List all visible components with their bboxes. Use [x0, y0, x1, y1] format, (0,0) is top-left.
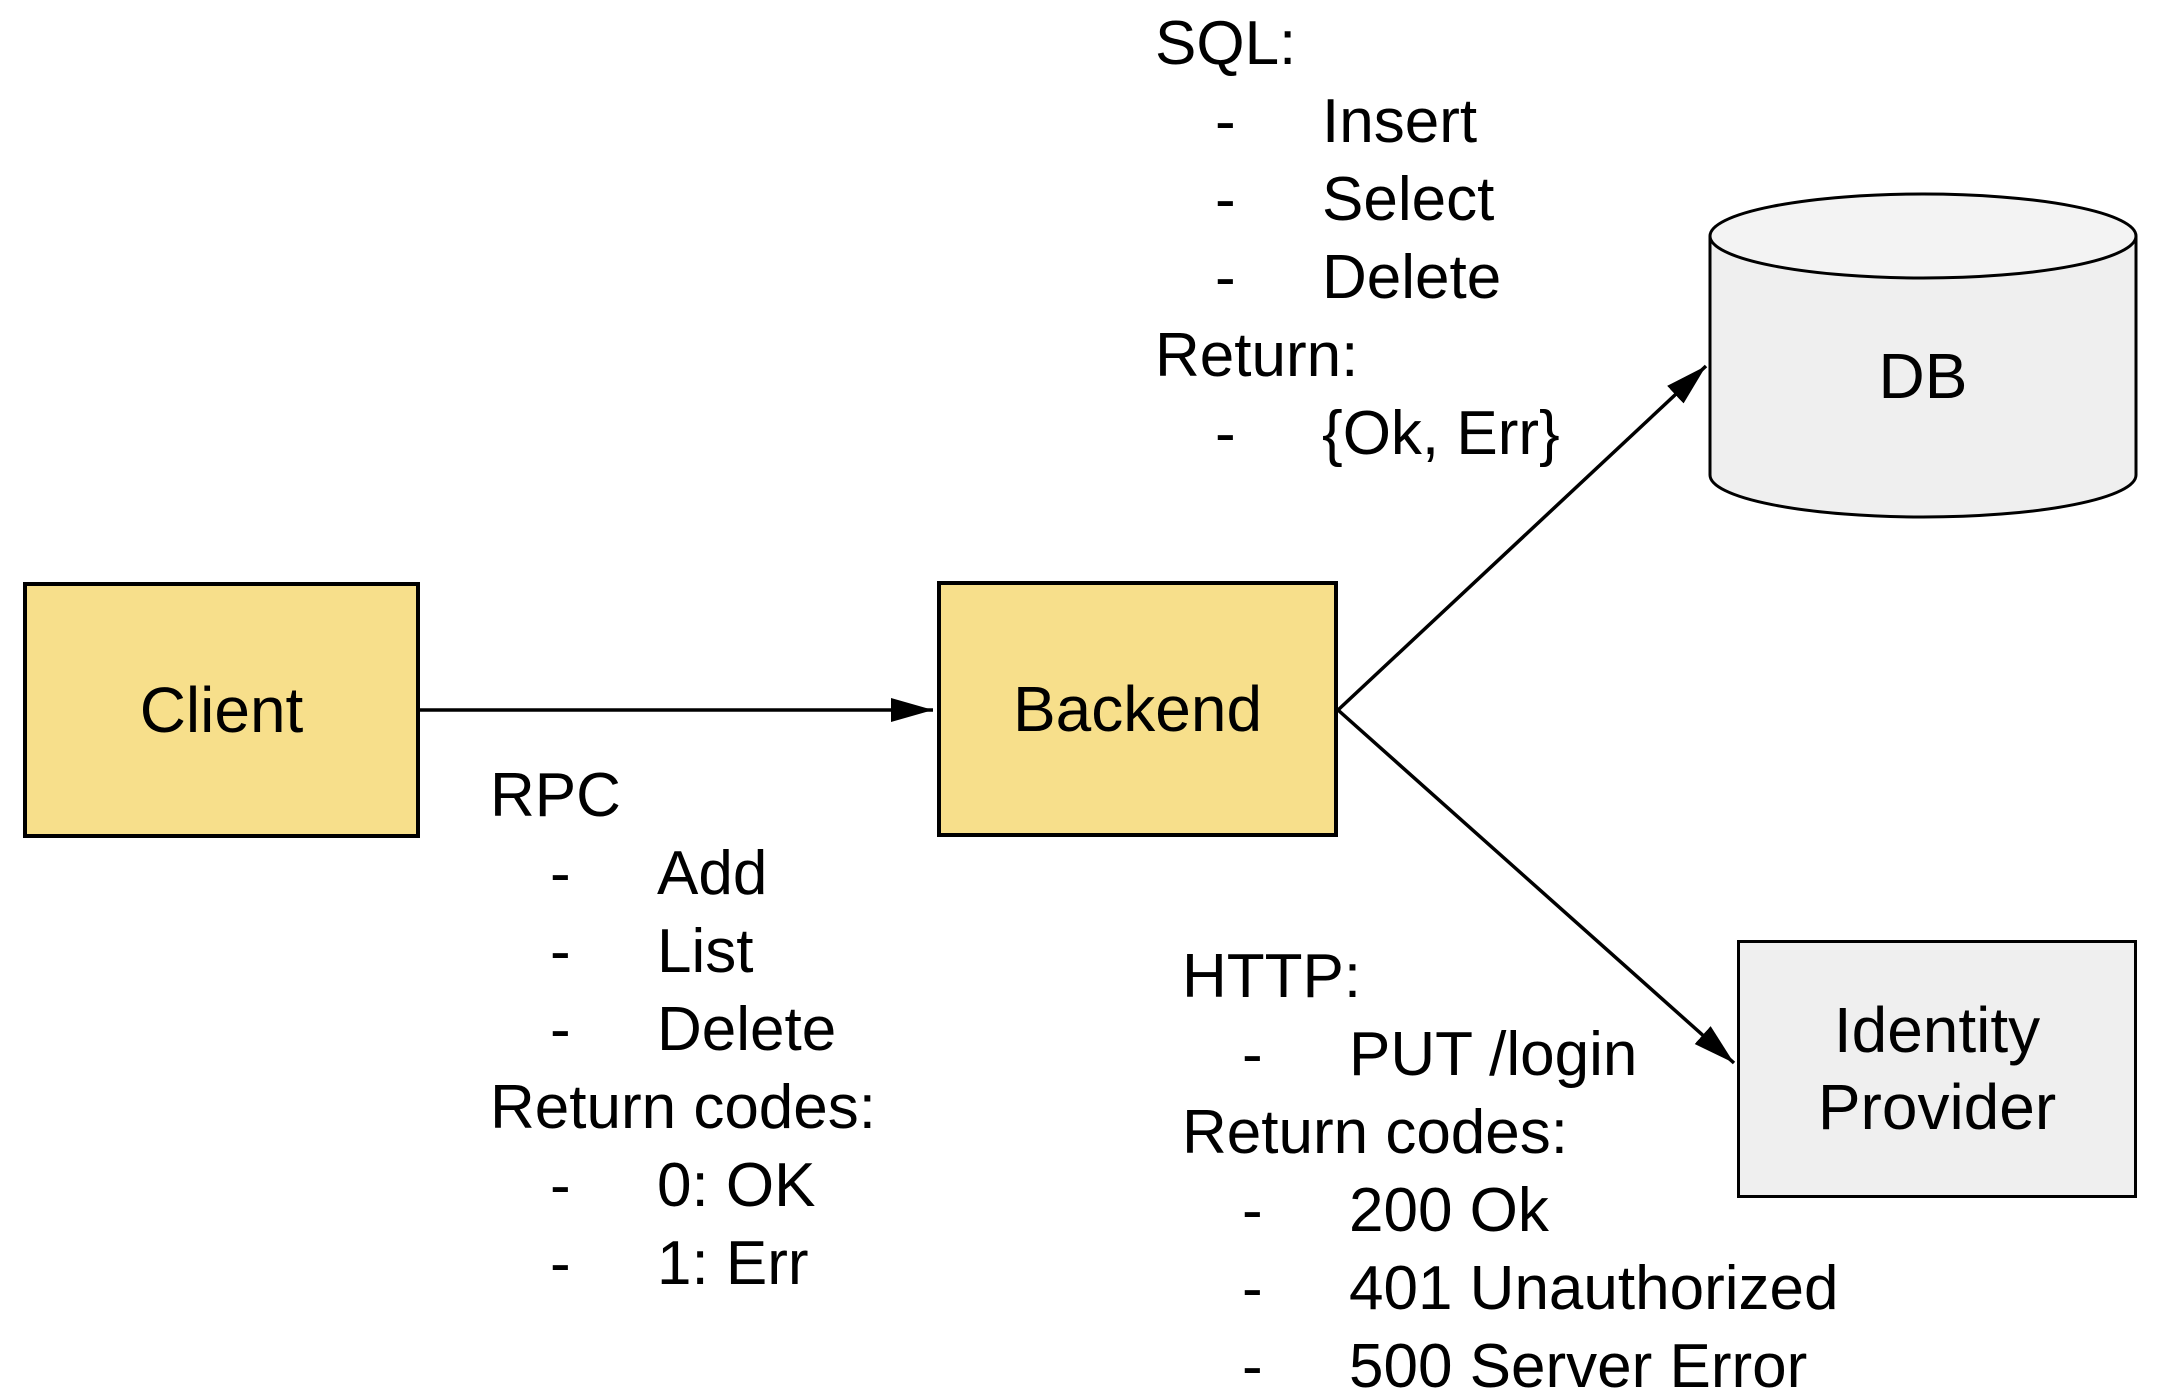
bullet-dash: - — [1242, 1254, 1263, 1323]
bullet-dash: - — [1242, 1332, 1263, 1398]
annotation-text: Insert — [1322, 87, 1478, 156]
annotation-text: Add — [657, 839, 768, 908]
annotation-line: - Delete — [490, 991, 1190, 1069]
annotation-line: - 500 Server Error — [1182, 1328, 1962, 1398]
annotation-line: - 0: OK — [490, 1147, 1190, 1225]
annotation-line: - {Ok, Err} — [1155, 395, 1855, 473]
annotation-text: Return codes: — [490, 1073, 876, 1142]
bullet-dash: - — [1215, 399, 1236, 468]
annotation-text: Return: — [1155, 321, 1359, 390]
annotation-text: Select — [1322, 165, 1495, 234]
edge-annotation-rpc: RPC - Add - List - Delete Return codes: - 0:… — [490, 757, 1190, 1303]
bullet-dash: - — [1215, 87, 1236, 156]
annotation-text: List — [657, 917, 754, 986]
identity-provider-label-line1: Identity — [1833, 994, 2041, 1066]
arrow-backend-to-identity-provider — [1336, 708, 1736, 1065]
annotation-line: - Add — [490, 835, 1190, 913]
annotation-text: 500 Server Error — [1349, 1332, 1808, 1398]
annotation-line: - 401 Unauthorized — [1182, 1250, 1962, 1328]
annotation-line: - List — [490, 913, 1190, 991]
bullet-dash: - — [1242, 1176, 1263, 1245]
identity-provider-label-line2: Provider — [1817, 1071, 2057, 1143]
bullet-dash: - — [550, 995, 571, 1064]
annotation-line: - Insert — [1155, 83, 1855, 161]
annotation-line: - Delete — [1155, 239, 1855, 317]
bullet-dash: - — [550, 839, 571, 908]
bullet-dash: - — [1215, 243, 1236, 312]
annotation-text: Delete — [657, 995, 837, 1064]
node-identity-provider: Identity Provider — [1737, 940, 2137, 1198]
node-client: Client — [23, 582, 420, 838]
annotation-line: - 200 Ok — [1182, 1172, 1962, 1250]
edge-annotation-sql: SQL: - Insert - Select - Delete Return: - {O… — [1155, 5, 1855, 473]
annotation-text: 200 Ok — [1349, 1176, 1549, 1245]
annotation-text: SQL: — [1155, 9, 1297, 78]
db-cylinder — [1708, 192, 2138, 519]
annotation-text: {Ok, Err} — [1322, 399, 1560, 468]
annotation-text: PUT /login — [1349, 1020, 1638, 1089]
bullet-dash: - — [550, 1229, 571, 1298]
db-cylinder-body — [1708, 236, 2138, 519]
bullet-dash: - — [1215, 165, 1236, 234]
edge-annotation-http: HTTP: -PUT /login Return codes: -200 Ok … — [1182, 938, 1962, 1398]
bullet-dash: - — [550, 917, 571, 986]
bullet-dash: - — [1242, 1020, 1263, 1089]
annotation-line: Return: — [1155, 317, 1855, 395]
annotation-line: - 1: Err — [490, 1225, 1190, 1303]
annotation-line: Return codes: — [1182, 1094, 1962, 1172]
annotation-line: - PUT /login — [1182, 1016, 1962, 1094]
db-label: DB — [1878, 340, 1968, 412]
client-label: Client — [139, 673, 304, 746]
annotation-line: HTTP: — [1182, 938, 1962, 1016]
annotation-line: Return codes: — [490, 1069, 1190, 1147]
annotation-text: Delete — [1322, 243, 1502, 312]
annotation-text: 0: OK — [657, 1151, 816, 1220]
arrow-backend-to-db — [1336, 364, 1708, 712]
annotation-text: RPC — [490, 761, 621, 830]
annotation-line: RPC — [490, 757, 1190, 835]
annotation-line: SQL: — [1155, 5, 1855, 83]
annotation-line: - Select — [1155, 161, 1855, 239]
identity-provider-label: Identity Provider — [1818, 992, 2056, 1146]
annotation-text: 1: Err — [657, 1229, 809, 1298]
node-backend: Backend — [937, 581, 1338, 837]
db-cylinder-top — [1708, 192, 2138, 280]
annotation-text: Return codes: — [1182, 1098, 1568, 1167]
annotation-text: HTTP: — [1182, 942, 1362, 1011]
annotation-text: 401 Unauthorized — [1349, 1254, 1839, 1323]
backend-label: Backend — [1012, 672, 1263, 745]
bullet-dash: - — [550, 1151, 571, 1220]
